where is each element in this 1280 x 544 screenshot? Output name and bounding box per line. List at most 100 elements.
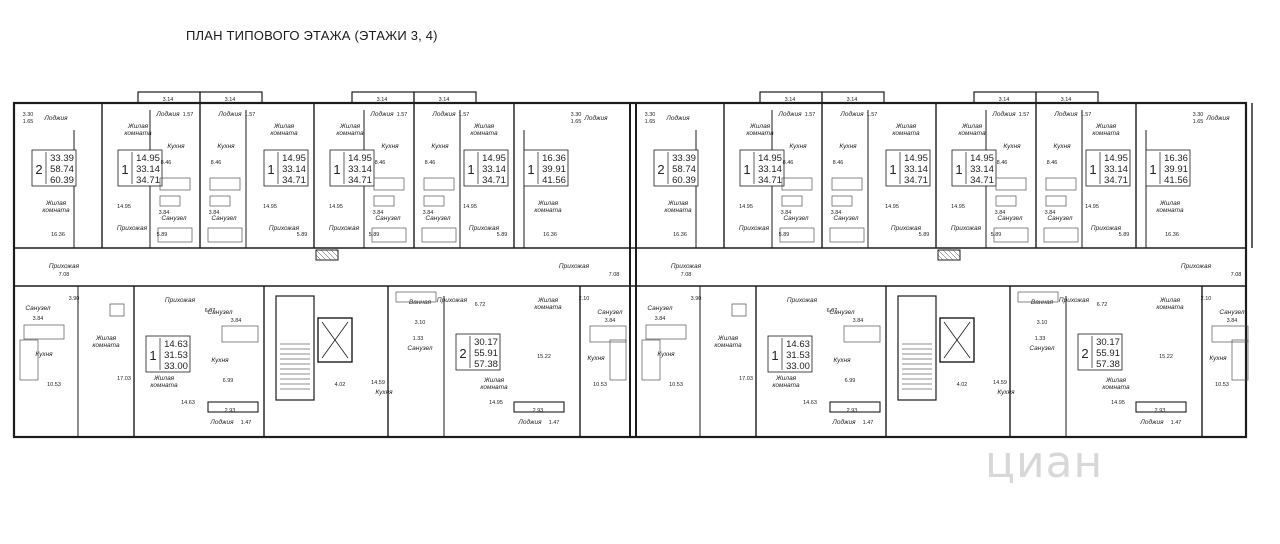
shaft-hatch-1-hatch xyxy=(952,249,961,258)
flat-top-0-4-stove xyxy=(423,177,455,191)
plan-title: ПЛАН ТИПОВОГО ЭТАЖА (ЭТАЖИ 3, 4) xyxy=(186,28,438,43)
flat-top-0-4-total: 34.71 xyxy=(482,175,506,186)
flat-top-1-2-other: 33.14 xyxy=(904,164,928,175)
flat-top-1-1-hall-label: Прихожая xyxy=(739,225,770,232)
flat-top-1-5-living: 16.36 xyxy=(1164,153,1188,164)
bottom-0-loggia2-label: Лоджия xyxy=(517,418,542,426)
flat-top-0-4-rooms: 1 xyxy=(467,162,474,177)
flat-top-1-4-kitchen-area: 8.46 xyxy=(1047,160,1058,166)
flat-top-0-2-bath-label: Санузел xyxy=(211,215,237,222)
bottom-1-stove3 xyxy=(1231,339,1249,381)
bottom-0-f1-total: 33.00 xyxy=(164,361,188,372)
flat-top-1-5-loggia-area: 3.30 xyxy=(1193,112,1204,118)
bottom-1-kitchen2-label: Кухня xyxy=(833,357,851,364)
bottom-0-loggia1-label: Лоджия xyxy=(209,418,234,426)
flat-top-0-4-bathtub xyxy=(421,227,457,243)
flat-top-1-0-hall-area: 7.08 xyxy=(681,272,692,278)
bottom-1-corr-area: 14.59 xyxy=(993,380,1007,386)
flat-top-1-2-bathtub xyxy=(829,227,865,243)
bottom-1-wc4-dim: 2.10 xyxy=(1201,296,1212,302)
bottom-0-stair xyxy=(275,295,315,401)
flat-top-1-0-loggia-label: Лоджия xyxy=(665,114,690,122)
shaft-hatch-0-hatch xyxy=(330,249,339,258)
bottom-1-f2-box xyxy=(1077,333,1123,371)
flat-top-0-2-hall-label: Прихожая xyxy=(269,225,300,232)
bottom-1-kitchen-label: Кухня xyxy=(657,351,675,358)
bottom-0-kitchen-label: Кухня xyxy=(35,351,53,358)
bottom-0-loggia1-area: 2.93 xyxy=(225,408,236,414)
bottom-1-wc3-label: Санузел xyxy=(1029,345,1055,352)
bottom-1-bathroom-area: 3.10 xyxy=(1037,320,1048,326)
bottom-1-wc3-area: 1.33 xyxy=(1035,336,1046,342)
flat-top-1-2-rooms: 1 xyxy=(889,162,896,177)
flat-top-0-2-loggia-area: 3.14 xyxy=(225,97,236,103)
flat-top-0-5-hall-label: Прихожая xyxy=(559,263,590,270)
flat-top-0-0-hall-area: 7.08 xyxy=(59,272,70,278)
flat-top-1-3-other: 33.14 xyxy=(970,164,994,175)
flat-top-1-2-living-area: 14.95 xyxy=(885,204,899,210)
flat-top-0-3-box xyxy=(329,149,375,187)
bottom-1-f2-living: 30.17 xyxy=(1096,337,1120,348)
bottom-0-wc-label: Санузел xyxy=(25,305,51,312)
flat-top-0-5-living-area: 16.36 xyxy=(543,232,557,238)
flat-top-1-5-hall-label: Прихожая xyxy=(1181,263,1212,270)
bottom-0-hall3-area: 6.72 xyxy=(475,302,486,308)
flat-top-1-3-hall-label: Прихожая xyxy=(951,225,982,232)
flat-top-0-3-loggia-area2: 1.57 xyxy=(397,112,408,118)
bottom-1-wc4-tub xyxy=(1211,325,1249,343)
bottom-1-f1-total: 33.00 xyxy=(786,361,810,372)
flat-top-0-2-stove xyxy=(209,177,241,191)
bottom-0-wc4-dim: 2.10 xyxy=(579,296,590,302)
flat-top-0-3-hall-label: Прихожая xyxy=(329,225,360,232)
bottom-0-f2-rooms: 2 xyxy=(459,346,466,361)
flat-top-1-3-hall-area: 5.89 xyxy=(991,232,1002,238)
flat-top-1-5-rooms: 1 xyxy=(1149,162,1156,177)
flat-top-1-1-bath-label: Санузел xyxy=(783,215,809,222)
flat-top-1-0-loggia-area: 3.30 xyxy=(645,112,656,118)
bottom-1-wc4-label: Санузел xyxy=(1219,309,1245,316)
shaft-hatch-1 xyxy=(937,249,961,261)
flat-top-0-1-bathtub xyxy=(157,227,193,243)
flat-top-0-3-loggia-area: 3.14 xyxy=(377,97,388,103)
flat-top-1-3-loggia-area: 3.14 xyxy=(999,97,1010,103)
flat-top-0-3-kitchen-area: 8.46 xyxy=(375,160,386,166)
bottom-0-kitchen2-label: Кухня xyxy=(211,357,229,364)
flat-top-0-5-loggia-label: Лоджия xyxy=(583,114,608,122)
bottom-0-hall2-area: 3.90 xyxy=(69,296,80,302)
flat-top-0-1-sink xyxy=(159,195,181,207)
flat-top-1-1-box xyxy=(739,149,785,187)
flat-top-1-3-bath-area: 3.84 xyxy=(995,210,1006,216)
bottom-0-lift xyxy=(317,317,353,363)
flat-top-0-1-loggia-area2: 1.57 xyxy=(183,112,194,118)
bottom-1-loggia1-label: Лоджия xyxy=(831,418,856,426)
flat-top-0-3-hall-area: 5.89 xyxy=(369,232,380,238)
flat-top-0-2-kitchen-label: Кухня xyxy=(217,143,235,150)
flat-top-0-3-total: 34.71 xyxy=(348,175,372,186)
flat-top-0-2-living: 14.95 xyxy=(282,153,306,164)
flat-top-0-3-bath-area: 3.84 xyxy=(373,210,384,216)
bottom-1-loggia2 xyxy=(1135,401,1187,413)
flat-top-1-3-sink xyxy=(995,195,1017,207)
flat-top-1-4-rooms: 1 xyxy=(1089,162,1096,177)
flat-top-1-2-kitchen-area: 8.46 xyxy=(833,160,844,166)
flat-top-1-4-loggia-area2: 1.57 xyxy=(1081,112,1092,118)
flat-top-0-1-rooms: 1 xyxy=(121,162,128,177)
bottom-0-wc4-area: 3.84 xyxy=(605,318,616,324)
flat-top-1-0-total: 60.39 xyxy=(672,175,696,186)
flat-top-0-1-total: 34.71 xyxy=(136,175,160,186)
flat-top-1-5-hall-area: 7.08 xyxy=(1231,272,1242,278)
flat-top-0-2-living-area: 14.95 xyxy=(263,204,277,210)
bottom-0-wc-tub xyxy=(23,324,65,340)
flat-top-0-1-loggia-label: Лоджия xyxy=(155,110,180,118)
bottom-0-lift-x xyxy=(321,321,349,359)
flat-top-1-0-hall-label: Прихожая xyxy=(671,263,702,270)
flat-top-0-4-sink xyxy=(423,195,445,207)
bottom-1-stove xyxy=(641,339,661,381)
flat-top-0-1-loggia-area: 3.14 xyxy=(163,97,174,103)
flat-top-0-1-other: 33.14 xyxy=(136,164,160,175)
